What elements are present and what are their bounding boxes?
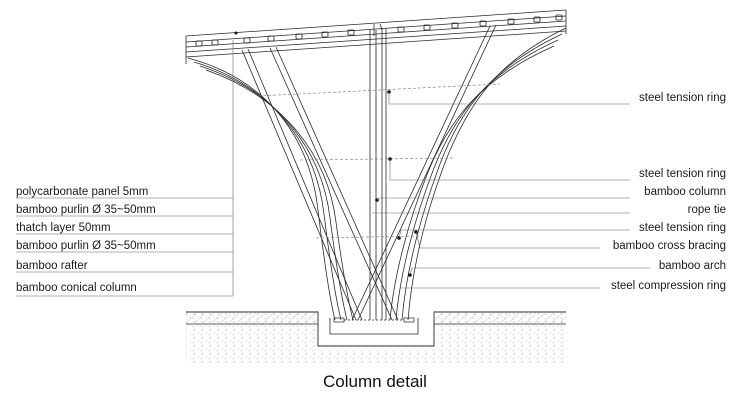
label-steel-tension-ring-mid: steel tension ring (639, 168, 726, 180)
left-leaders (16, 40, 234, 297)
foundation (186, 311, 566, 364)
label-bamboo-conical-column: bamboo conical column (16, 282, 137, 294)
cross-bracing (241, 24, 497, 321)
central-column (369, 23, 387, 320)
label-steel-tension-ring-low: steel tension ring (639, 222, 726, 234)
label-rope-tie: rope tie (687, 204, 726, 216)
label-steel-tension-ring-top: steel tension ring (639, 92, 726, 104)
diagram-caption: Column detail (323, 372, 427, 391)
left-arch (187, 57, 354, 321)
label-thatch-layer: thatch layer 50mm (16, 222, 111, 234)
right-leaders (372, 92, 650, 289)
label-bamboo-purlin-lower: bamboo purlin Ø 35~50mm (16, 240, 156, 252)
label-bamboo-column: bamboo column (644, 186, 726, 198)
label-bamboo-purlin-upper: bamboo purlin Ø 35~50mm (16, 204, 156, 216)
label-bamboo-cross-bracing: bamboo cross bracing (612, 240, 726, 252)
leader-dots (234, 31, 418, 277)
label-steel-compression-ring: steel compression ring (610, 280, 726, 292)
label-bamboo-rafter: bamboo rafter (16, 260, 88, 272)
right-arch (389, 27, 567, 321)
label-polycarbonate-panel: polycarbonate panel 5mm (16, 186, 149, 198)
tension-rings (257, 83, 501, 239)
roof-purlins (195, 14, 563, 47)
label-bamboo-arch: bamboo arch (658, 260, 726, 272)
